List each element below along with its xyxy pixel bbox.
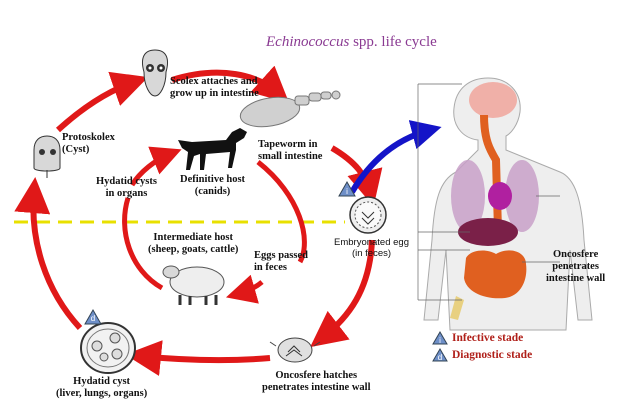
legend-diagnostic-icon	[432, 348, 448, 362]
arrow-sheep-to-dog	[129, 146, 182, 187]
infective-marker-icon	[338, 180, 356, 197]
arrow-cyst-to-protoskolex	[14, 177, 83, 331]
page-title: Echinococcus spp. life cycle	[266, 34, 437, 50]
legend-infective-icon	[432, 331, 448, 345]
protoskolex-icon	[33, 135, 61, 178]
scolex-icon	[141, 49, 169, 97]
legend-infective-text: Infective stade	[452, 332, 524, 344]
legend-diagnostic-letter: d	[437, 353, 443, 362]
arrow-oncosfere-to-cyst	[125, 340, 271, 376]
arrow-tapeworm-to-egg	[330, 145, 383, 207]
diagnostic-marker-letter: d	[90, 314, 96, 323]
dog-icon	[178, 128, 247, 170]
arrow-dog-to-eggs	[256, 160, 307, 264]
oncosfere-icon	[269, 337, 321, 363]
label-definitive-host: Definitive host(canids)	[180, 174, 246, 197]
hydatid-cyst-icon	[80, 322, 136, 374]
label-intermediate-host: Intermediate host(sheep, goats, cattle)	[148, 232, 239, 255]
tapeworm-icon	[239, 90, 341, 128]
arrow-egg-to-oncosfere	[310, 239, 375, 348]
legend-infective-letter: i	[439, 336, 441, 345]
arrow-to-human	[349, 120, 442, 194]
embryonated-egg-icon	[349, 196, 387, 234]
cycle-arrows	[14, 65, 383, 376]
human-figure	[417, 77, 593, 331]
arrow-eggs-to-sheep	[225, 274, 264, 304]
infective-marker-letter: i	[346, 187, 348, 196]
inner-arrows	[122, 146, 307, 304]
arrow-protoskolex-to-scolex	[55, 71, 149, 133]
label-hydatid-cyst: Hydatid cyst(liver, lungs, organs)	[56, 376, 148, 399]
label-protoskolex: Protoskolex(Cyst)	[62, 132, 115, 155]
arrow-scolex-to-tapeworm	[171, 65, 290, 104]
arrow-sheep-up	[122, 197, 164, 291]
label-embryonated-egg: Embryonated egg(in feces)	[334, 237, 409, 259]
diagnostic-marker-icon	[84, 308, 102, 325]
legend-diagnostic-text: Diagnostic stade	[452, 349, 533, 361]
sheep-icon	[162, 265, 225, 305]
